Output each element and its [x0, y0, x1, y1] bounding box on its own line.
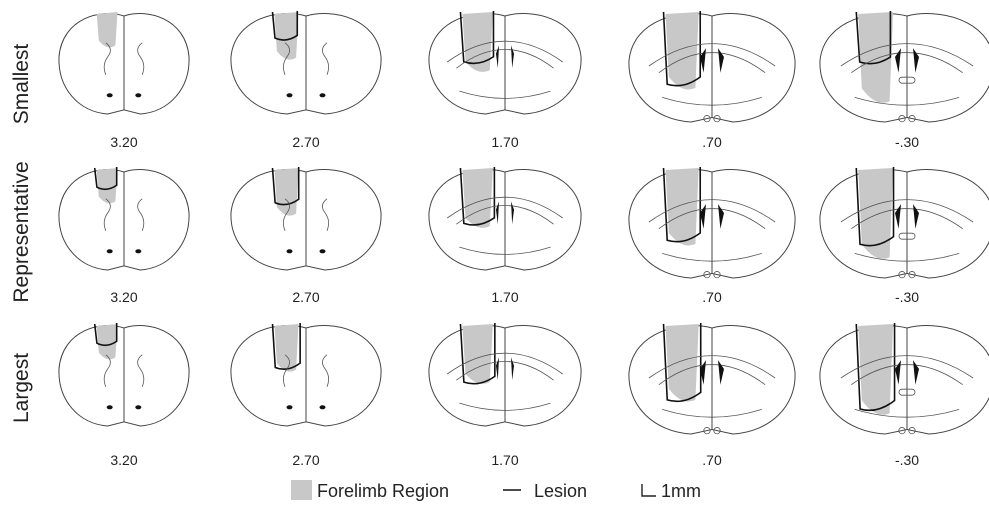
forelimb-region	[462, 324, 492, 384]
brain-section-representative-1	[59, 167, 189, 270]
coord-label-r1-c2: 2.70	[292, 134, 319, 150]
brain-section-smallest-4	[629, 11, 795, 122]
coord-label-r3-c5: -.30	[895, 452, 919, 468]
left-ventricle-mark	[107, 249, 113, 253]
brain-section-smallest-1	[59, 12, 189, 114]
brain-section-representative-2	[231, 167, 381, 270]
right-hemisphere-outline	[907, 326, 989, 434]
right-ventricle-mark	[135, 405, 141, 409]
section-grid	[59, 11, 989, 434]
right-hemisphere-outline	[124, 169, 189, 270]
right-hemisphere-outline	[505, 169, 581, 270]
coord-label-r3-c4: .70	[702, 452, 722, 468]
right-ventricle-mark	[320, 405, 326, 409]
forelimb-region	[275, 324, 299, 372]
right-ventricle-mark	[135, 93, 141, 97]
forelimb-region	[275, 168, 299, 216]
left-ventricle-mark	[107, 405, 113, 409]
brain-section-smallest-5	[820, 11, 989, 122]
coord-label-r1-c4: .70	[702, 134, 722, 150]
brain-section-largest-1	[59, 323, 189, 426]
row-label-largest: Largest	[10, 353, 33, 423]
right-hemisphere-outline	[907, 14, 989, 122]
scale-bar-icon	[642, 484, 656, 496]
right-hemisphere-outline	[907, 170, 989, 278]
right-ventricle-mark	[320, 249, 326, 253]
brain-section-representative-4	[629, 167, 795, 278]
right-ventricle-mark	[320, 93, 326, 97]
legend-lesion-label: Lesion	[534, 481, 587, 501]
brain-section-largest-5	[820, 323, 989, 434]
legend-forelimb-label: Forelimb Region	[317, 481, 449, 501]
forelimb-swatch	[291, 480, 312, 500]
brain-section-smallest-3	[429, 11, 581, 114]
coord-label-r2-c4: .70	[702, 289, 722, 305]
coord-label-r1-c1: 3.20	[110, 134, 137, 150]
right-hemisphere-outline	[712, 170, 795, 278]
brain-section-largest-2	[231, 323, 381, 426]
forelimb-region	[858, 12, 893, 103]
row-label-representative: Representative	[10, 161, 33, 302]
right-hemisphere-outline	[306, 169, 381, 270]
forelimb-region	[666, 168, 699, 245]
right-hemisphere-outline	[124, 13, 189, 114]
row-label-smallest: Smallest	[10, 44, 33, 125]
coord-label-r1-c3: 1.70	[491, 134, 518, 150]
right-ventricle-mark	[135, 249, 141, 253]
coord-label-r2-c2: 2.70	[292, 289, 319, 305]
right-hemisphere-outline	[124, 325, 189, 426]
legend-scale-label: 1mm	[661, 481, 701, 501]
left-ventricle-mark	[287, 405, 293, 409]
brain-section-largest-3	[429, 323, 581, 426]
coord-label-r3-c1: 3.20	[110, 452, 137, 468]
brain-section-largest-4	[629, 323, 795, 434]
right-hemisphere-outline	[505, 325, 581, 426]
right-hemisphere-outline	[712, 14, 795, 122]
right-hemisphere-outline	[306, 13, 381, 114]
coord-label-r2-c1: 3.20	[110, 289, 137, 305]
brain-section-representative-5	[820, 167, 989, 278]
coord-label-r2-c5: -.30	[895, 289, 919, 305]
left-ventricle-mark	[287, 249, 293, 253]
left-ventricle-mark	[107, 93, 113, 97]
forelimb-region	[858, 324, 893, 415]
coord-label-r3-c3: 1.70	[491, 452, 518, 468]
coord-label-r3-c2: 2.70	[292, 452, 319, 468]
forelimb-region	[275, 12, 299, 60]
coord-label-r2-c3: 1.70	[491, 289, 518, 305]
left-ventricle-mark	[287, 93, 293, 97]
forelimb-region	[666, 12, 699, 89]
right-hemisphere-outline	[712, 326, 795, 434]
forelimb-region	[462, 168, 492, 228]
right-hemisphere-outline	[306, 325, 381, 426]
legend: Forelimb Region Lesion 1mm	[291, 480, 701, 501]
coord-label-r1-c5: -.30	[895, 134, 919, 150]
brain-section-smallest-2	[231, 11, 381, 114]
forelimb-region	[666, 324, 699, 401]
right-hemisphere-outline	[505, 13, 581, 114]
brain-section-representative-3	[429, 167, 581, 270]
